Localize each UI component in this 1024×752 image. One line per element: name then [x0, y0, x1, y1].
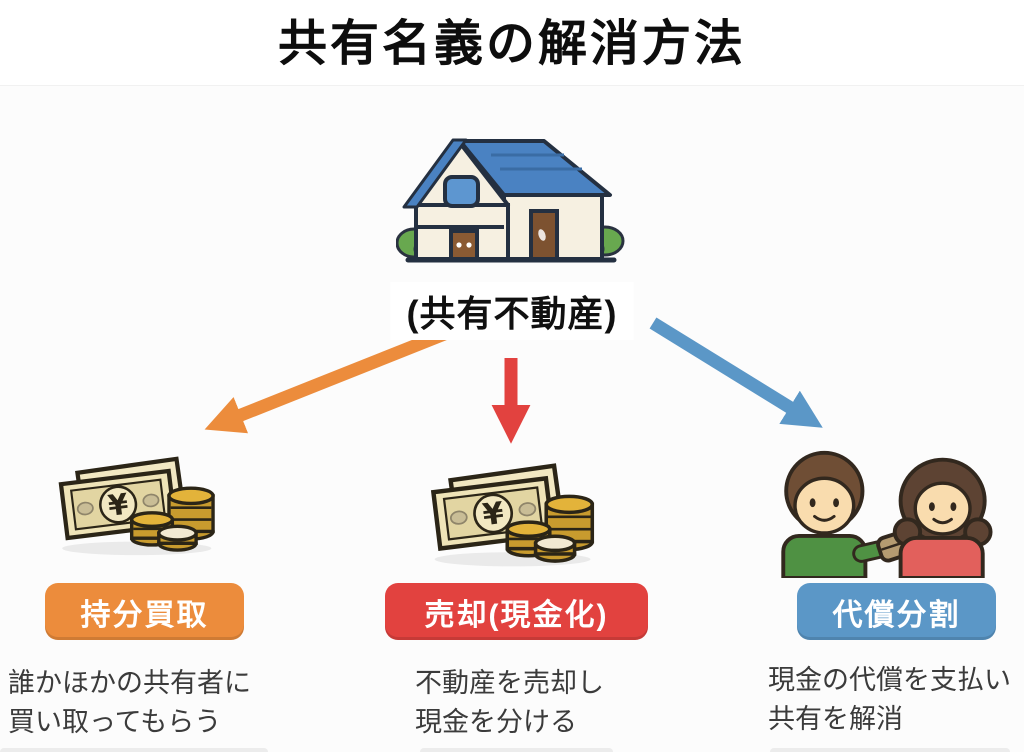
page-title: 共有名義の解消方法 [277, 17, 746, 71]
woman-icon [892, 457, 993, 578]
yen-bills-coins-icon [424, 461, 610, 569]
house-icon [395, 131, 626, 268]
bottom-cutoff-line [770, 748, 1010, 752]
two-people-icon [781, 450, 993, 578]
desc-line: 不動産を売却し [415, 668, 604, 698]
desc-line: 共有を解消 [768, 704, 903, 734]
sell-cash-button[interactable]: 売却(現金化) [385, 583, 648, 640]
buyout-share-description: 誰かほかの共有者に 買い取ってもらう [8, 664, 251, 742]
house-illustration [395, 138, 625, 263]
man-icon [781, 450, 918, 578]
compensation-split-description: 現金の代償を支払い 共有を解消 [768, 661, 1011, 739]
window-icon [443, 175, 480, 208]
sell-cash-description: 不動産を売却し 現金を分ける [415, 664, 604, 742]
compensation-split-button[interactable]: 代償分割 [797, 583, 996, 640]
desc-line: 現金の代償を支払い [768, 665, 1011, 695]
bottom-cutoff-line [420, 748, 613, 752]
bottom-cutoff-line [0, 748, 268, 752]
buyout-share-button[interactable]: 持分買取 [45, 583, 244, 640]
desc-line: 誰かほかの共有者に [8, 668, 251, 698]
shared-property-label: (共有不動産) [390, 282, 634, 340]
desc-line: 買い取ってもらう [8, 707, 222, 737]
desc-line: 現金を分ける [415, 707, 577, 737]
door-icon [449, 209, 559, 261]
yen-bills-coins-icon [52, 450, 230, 562]
